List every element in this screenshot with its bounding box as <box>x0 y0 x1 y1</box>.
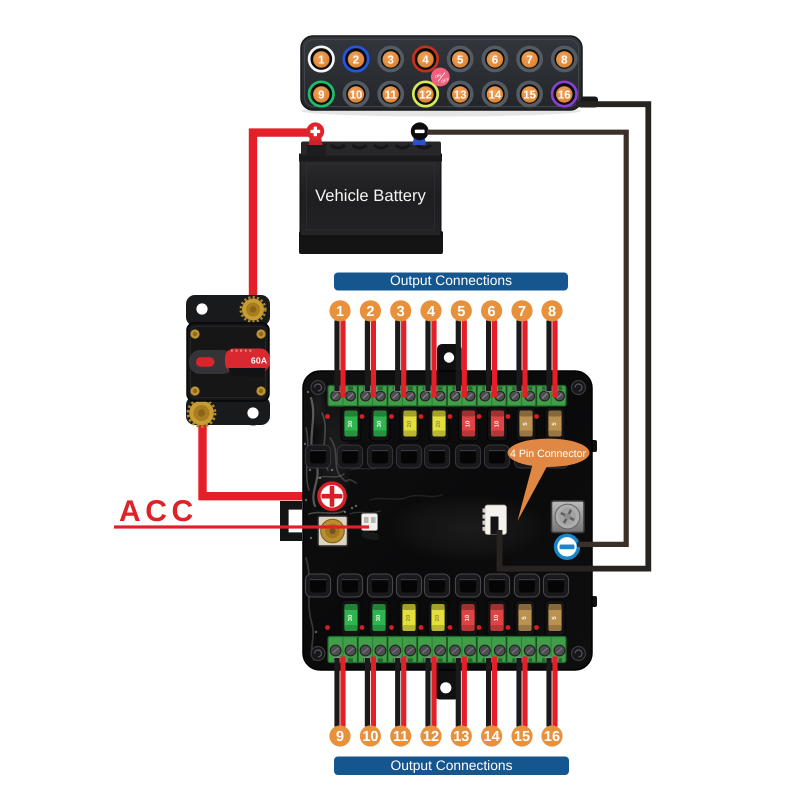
svg-text:3: 3 <box>397 304 405 320</box>
svg-text:8: 8 <box>561 55 568 67</box>
svg-text:11: 11 <box>385 90 398 102</box>
svg-text:20: 20 <box>406 420 413 427</box>
svg-text:15: 15 <box>514 729 530 745</box>
svg-text:4: 4 <box>427 304 435 320</box>
svg-text:20: 20 <box>435 420 442 427</box>
svg-text:10: 10 <box>350 90 363 102</box>
svg-text:ON: ON <box>434 73 442 80</box>
svg-text:ACC: ACC <box>119 495 198 528</box>
svg-text:5: 5 <box>457 304 465 320</box>
svg-text:10: 10 <box>494 420 501 427</box>
svg-text:8: 8 <box>548 304 556 320</box>
svg-text:60A: 60A <box>251 356 268 366</box>
svg-text:10: 10 <box>362 729 378 745</box>
svg-text:16: 16 <box>544 729 560 745</box>
svg-text:30: 30 <box>375 614 382 621</box>
svg-text:6: 6 <box>492 55 498 67</box>
svg-text:12: 12 <box>423 729 439 745</box>
svg-text:11: 11 <box>393 729 408 745</box>
svg-text:1: 1 <box>336 304 344 320</box>
svg-text:14: 14 <box>484 729 500 745</box>
svg-text:15: 15 <box>523 90 536 102</box>
svg-text:16: 16 <box>558 90 571 102</box>
svg-text:30: 30 <box>347 420 354 427</box>
svg-text:10: 10 <box>465 420 472 427</box>
svg-text:Output Connections: Output Connections <box>390 273 512 288</box>
svg-text:4: 4 <box>422 55 429 67</box>
svg-text:30: 30 <box>376 420 383 427</box>
svg-text:7: 7 <box>518 304 526 320</box>
svg-text:5: 5 <box>551 422 558 426</box>
svg-text:5: 5 <box>521 616 528 620</box>
svg-text:2: 2 <box>353 55 359 67</box>
svg-text:12: 12 <box>419 90 432 102</box>
svg-text:2: 2 <box>366 304 374 320</box>
svg-text:Output Connections: Output Connections <box>391 758 513 773</box>
svg-text:10: 10 <box>464 614 471 621</box>
svg-text:20: 20 <box>405 614 412 621</box>
svg-text:10: 10 <box>493 614 500 621</box>
svg-text:9: 9 <box>318 90 324 102</box>
svg-text:5: 5 <box>551 616 558 620</box>
svg-text:30: 30 <box>347 614 354 621</box>
svg-text:5: 5 <box>522 422 529 426</box>
svg-text:7: 7 <box>526 55 532 67</box>
svg-text:13: 13 <box>454 90 467 102</box>
svg-text:Vehicle Battery: Vehicle Battery <box>315 186 426 205</box>
svg-text:9: 9 <box>336 729 344 745</box>
svg-text:5: 5 <box>457 55 464 67</box>
svg-text:3: 3 <box>387 55 393 67</box>
svg-text:14: 14 <box>489 90 502 102</box>
svg-text:13: 13 <box>453 729 469 745</box>
svg-text:20: 20 <box>434 614 441 621</box>
svg-text:6: 6 <box>488 304 496 320</box>
svg-text:4 Pin Connector: 4 Pin Connector <box>510 448 586 460</box>
svg-text:1: 1 <box>318 55 325 67</box>
svg-text:OFF: OFF <box>440 77 450 84</box>
